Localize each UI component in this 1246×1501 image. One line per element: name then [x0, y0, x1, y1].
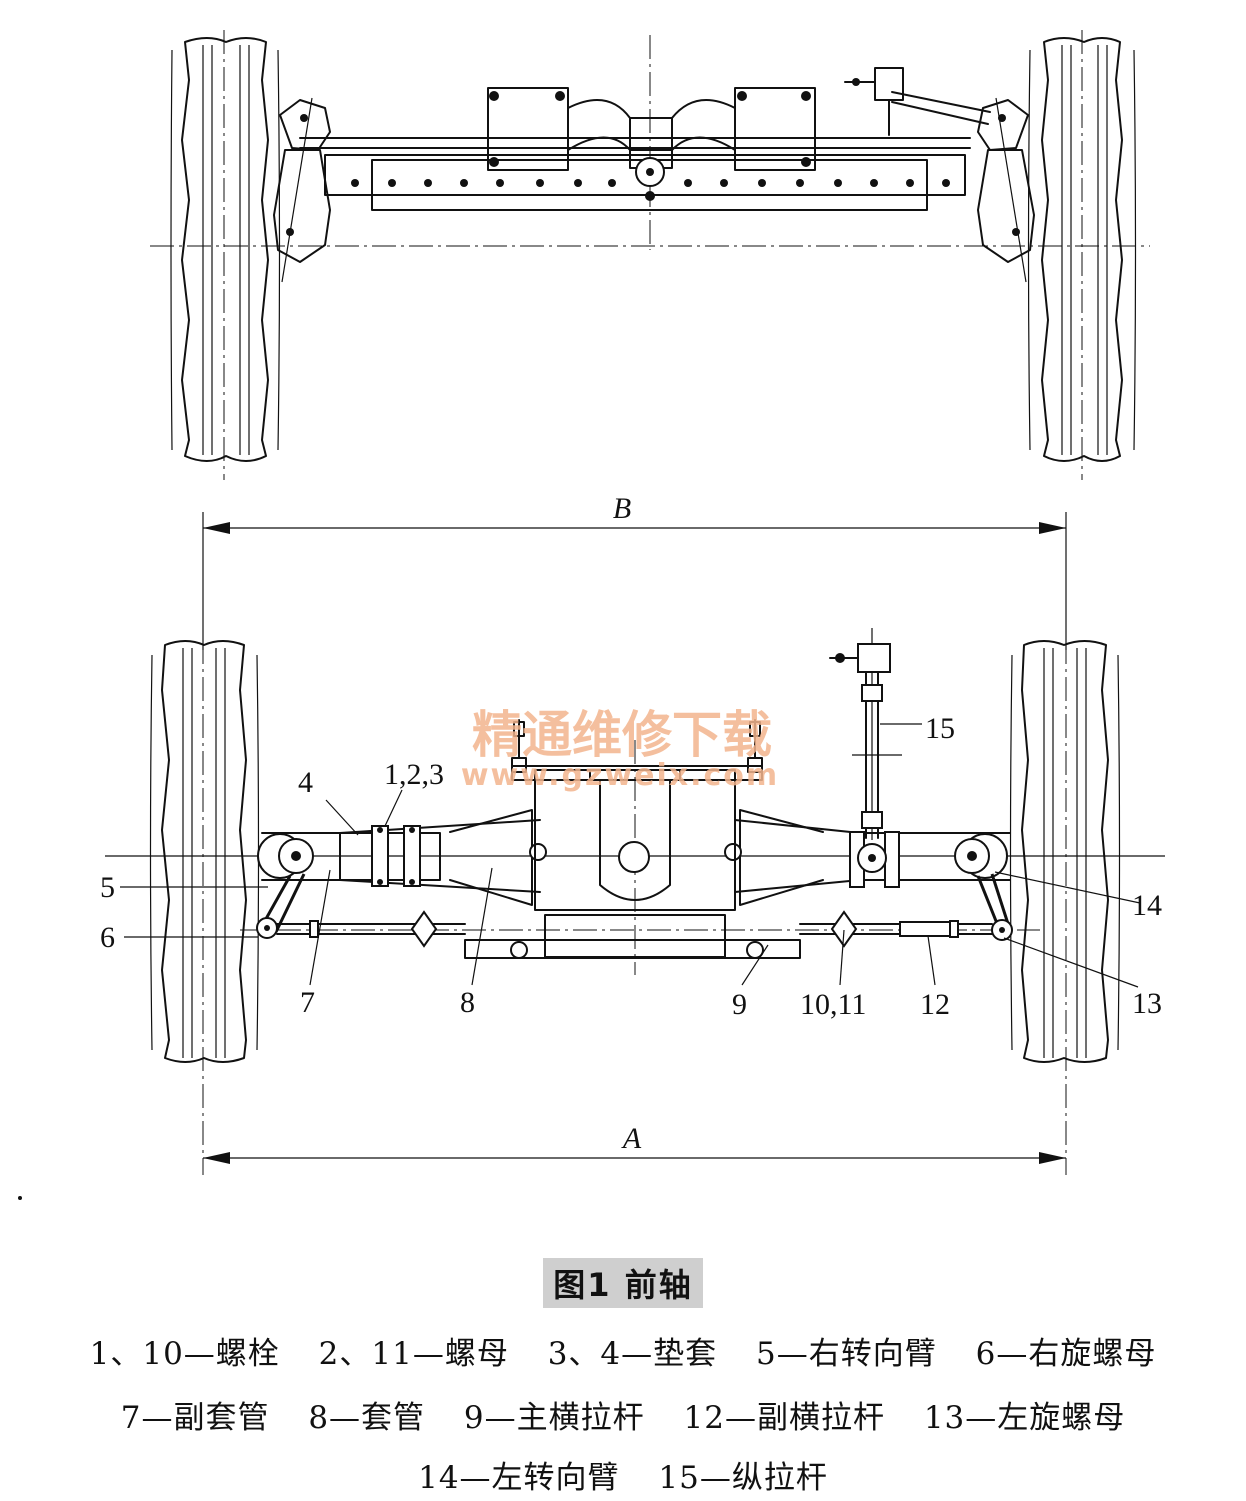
bottom-right-clamps	[849, 831, 900, 888]
callout-15: 15	[925, 712, 955, 745]
dimension-b-label: B	[613, 492, 631, 525]
legend-item: 14—左转向臂	[418, 1460, 620, 1496]
watermark-url: www.gzweix.com	[461, 758, 779, 793]
top-right-knuckle	[977, 97, 1035, 283]
legend-line-2: 7—副套管 8—套管 9—主横拉杆 12—副横拉杆 13—左旋螺母	[0, 1392, 1246, 1437]
callout-8: 8	[460, 986, 475, 1019]
callout-4: 4	[298, 766, 313, 799]
callout-1-2-3: 1,2,3	[384, 758, 444, 791]
top-left-knuckle	[273, 97, 331, 283]
bottom-sleeve-clamps	[339, 825, 441, 887]
legend-item: 15—纵拉杆	[658, 1460, 828, 1496]
legend-item: 13—左旋螺母	[923, 1400, 1126, 1436]
dimension-a-label: A	[621, 1122, 642, 1155]
front-axle-diagram: B	[100, 30, 1165, 1175]
bottom-view	[105, 628, 1165, 1175]
top-right-wheel	[1027, 30, 1137, 480]
callout-13: 13	[1132, 987, 1162, 1020]
callout-9: 9	[732, 988, 747, 1021]
bottom-left-wheel	[149, 640, 260, 1175]
legend-item: 12—副横拉杆	[683, 1400, 885, 1436]
bottom-drag-link	[829, 628, 902, 840]
figure-title-text: 图1 前轴	[543, 1258, 703, 1308]
bottom-right-steering-arm	[954, 833, 1013, 941]
legend-item: 9—主横拉杆	[463, 1400, 645, 1436]
legend-line-1: 1、10—螺栓 2、11—螺母 3、4—垫套 5—右转向臂 6—右旋螺母	[0, 1328, 1246, 1373]
stray-dot	[18, 1196, 22, 1200]
top-steering-arm	[844, 67, 991, 136]
callout-5: 5	[100, 871, 115, 904]
top-view	[150, 30, 1150, 480]
legend-line-3: 14—左转向臂 15—纵拉杆	[0, 1452, 1246, 1497]
top-left-wheel	[170, 30, 281, 480]
legend-item: 3、4—垫套	[547, 1336, 718, 1372]
dimension-b: B	[202, 492, 1067, 650]
legend-item: 6—右旋螺母	[975, 1336, 1157, 1372]
legend-item: 1、10—螺栓	[89, 1336, 280, 1372]
callout-7: 7	[300, 986, 315, 1019]
bottom-right-wheel	[1009, 640, 1121, 1175]
legend-item: 8—套管	[308, 1400, 426, 1436]
bottom-tie-rods	[276, 910, 993, 948]
legend-item: 7—副套管	[120, 1400, 270, 1436]
bottom-left-steering-arm	[256, 833, 314, 939]
top-beam-rivets	[351, 179, 950, 187]
callout-14: 14	[1132, 889, 1162, 922]
legend-item: 2、11—螺母	[318, 1336, 509, 1372]
watermark-title: 精通维修下载	[472, 706, 772, 764]
callout-12: 12	[920, 988, 950, 1021]
callout-6: 6	[100, 921, 115, 954]
callout-leaders	[120, 723, 1141, 988]
figure-title: 图1 前轴	[0, 1258, 1246, 1308]
dimension-a: A	[203, 1122, 1066, 1164]
bottom-center-housing	[464, 719, 801, 959]
top-center-housing	[487, 87, 816, 201]
callout-10-11: 10,11	[800, 988, 866, 1021]
legend-item: 5—右转向臂	[756, 1336, 937, 1372]
